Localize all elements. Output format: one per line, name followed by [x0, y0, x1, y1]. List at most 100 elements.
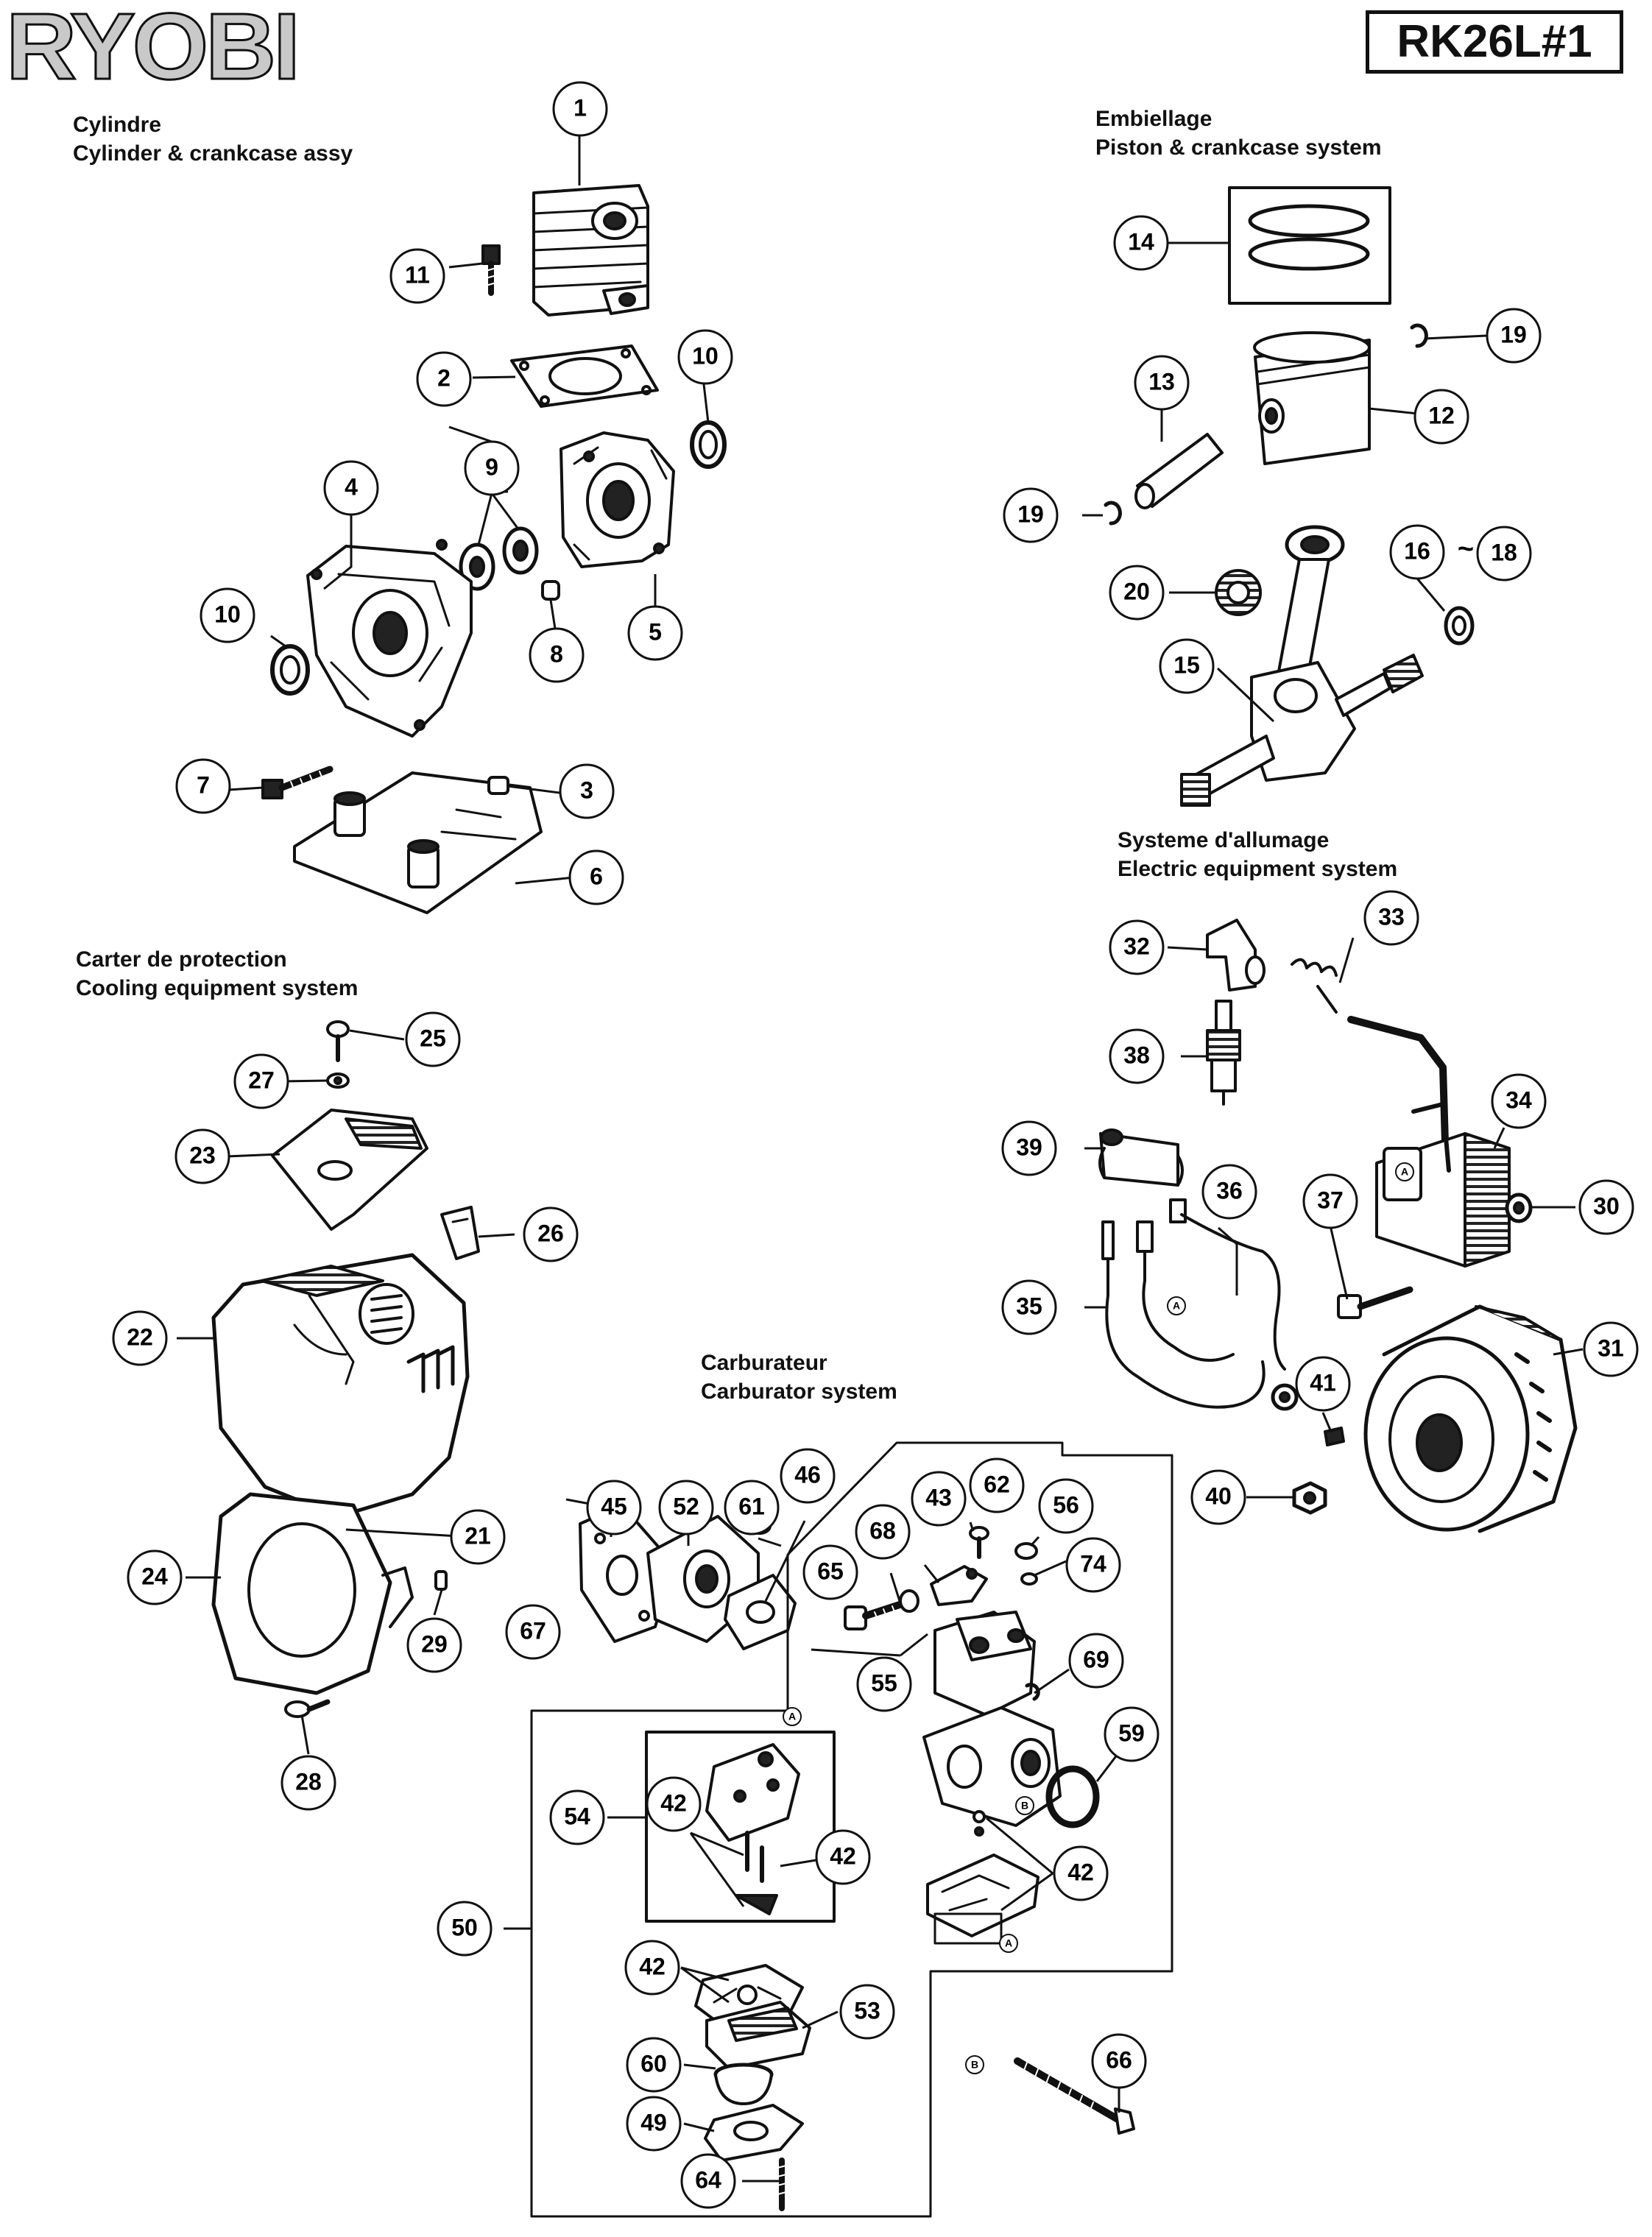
callout-circle [815, 1829, 871, 1885]
callout-number: 43 [925, 1484, 952, 1510]
part-callout: 4 [323, 460, 379, 516]
callout-circle [437, 1901, 493, 1957]
callout-circle [1134, 355, 1190, 411]
part-callouts: 1234567891010111213141516~18191920212223… [112, 81, 1639, 2209]
idle-screw-drawing [844, 1589, 919, 1630]
section-title-carburator: Carburateur Carburator system [701, 1349, 897, 1406]
callout-number: 20 [1123, 578, 1150, 604]
fan-housing-drawing [211, 1492, 414, 1695]
callout-circle [1113, 215, 1169, 271]
callout-circle [839, 1984, 895, 2040]
part-callout: 21 [450, 1509, 506, 1565]
callout-circle [624, 1940, 680, 1996]
callout-number: 10 [692, 342, 719, 369]
bearings-drawing [459, 526, 539, 591]
ryobi-logo: RYOBI [4, 0, 301, 99]
callout-circle [1190, 1469, 1246, 1525]
callout-number: 19 [1500, 321, 1527, 347]
callout-number: 12 [1428, 402, 1455, 428]
callout-number: 32 [1123, 933, 1150, 959]
marker-circle [1395, 1162, 1414, 1181]
callout-circle [1413, 389, 1469, 445]
section-title-en: Cylinder & crankcase assy [73, 141, 353, 166]
callout-circle [969, 1457, 1025, 1513]
callout-circle [802, 1544, 858, 1600]
callout-number: 42 [660, 1789, 687, 1816]
section-title-fr: Carburateur [701, 1351, 827, 1375]
part-callout: 59 [1104, 1706, 1159, 1762]
plug-cap-drawing [1206, 919, 1266, 992]
callout-number: 46 [794, 1461, 821, 1488]
part-callout: 6 [568, 849, 624, 905]
callout-circle [464, 440, 520, 496]
part-callout: 7 [175, 758, 231, 814]
reference-marker: A [999, 1934, 1018, 1953]
part-callout: 30 [1578, 1179, 1634, 1235]
callout-circle [780, 1448, 836, 1504]
callout-circle [1001, 1120, 1057, 1176]
section-title-cylinder: Cylindre Cylinder & crankcase assy [73, 110, 353, 168]
wire-harness-drawing [1101, 1198, 1299, 1411]
part-callout: 27 [233, 1053, 289, 1109]
callout-number: 64 [695, 2166, 721, 2193]
part-callout: 32 [1109, 919, 1165, 975]
screw-drawing [326, 1020, 350, 1089]
callout-number: 31 [1598, 1335, 1624, 1361]
reference-marker: B [965, 2055, 984, 2074]
part-callout: 64 [680, 2153, 736, 2209]
part-callout: 16 [1389, 524, 1445, 580]
section-title-en: Piston & crankcase system [1095, 135, 1382, 160]
callout-number: 10 [214, 601, 241, 627]
section-title-en: Carburator system [701, 1379, 897, 1404]
callout-circle [200, 587, 255, 643]
callout-number: 34 [1505, 1086, 1532, 1113]
callout-number: 69 [1083, 1646, 1109, 1672]
callout-number: 38 [1123, 1042, 1150, 1068]
callout-circle [112, 1310, 168, 1366]
crankcase-right-drawing [560, 431, 675, 568]
callout-number: 19 [1017, 501, 1044, 527]
callout-circle [406, 1617, 462, 1673]
callout-circle [658, 1480, 714, 1535]
oil-seal-left-drawing [270, 644, 310, 696]
reference-marker: A [783, 1707, 802, 1726]
callout-number: 33 [1378, 903, 1405, 930]
marker-letter: A [788, 1711, 796, 1722]
part-callout: 3 [559, 763, 615, 819]
carb-mount-bolt-drawing [1014, 2057, 1135, 2135]
part-callout: 19 [1003, 487, 1059, 543]
callout-number: 7 [197, 771, 210, 798]
callout-number: 74 [1080, 1550, 1106, 1577]
part-callout: 2 [416, 351, 472, 407]
callout-number: 68 [869, 1517, 896, 1544]
callout-number: 22 [127, 1324, 153, 1350]
callout-number: 42 [639, 1953, 666, 1979]
part-callout: 31 [1583, 1321, 1639, 1377]
callout-number: 56 [1053, 1491, 1079, 1518]
callout-circle [1583, 1321, 1639, 1377]
part-callout: 37 [1302, 1173, 1358, 1229]
part-callout: 46 [780, 1448, 836, 1504]
callout-number: 15 [1173, 651, 1200, 678]
marker-letter: A [1173, 1300, 1180, 1312]
callout-number: 26 [537, 1220, 564, 1246]
callout-number: 30 [1593, 1192, 1620, 1219]
callout-number: 35 [1016, 1293, 1042, 1319]
callout-circle [523, 1206, 579, 1262]
part-callout: 15 [1159, 638, 1215, 694]
reference-marker: A [1167, 1296, 1186, 1315]
callout-circle [1389, 524, 1445, 580]
crankcase-cover-drawing [293, 771, 543, 914]
part-callout: 43 [911, 1471, 967, 1527]
callout-circle [233, 1053, 289, 1109]
part-callout: 68 [855, 1504, 911, 1560]
callout-circle [855, 1504, 911, 1560]
range-tilde: ~ [1458, 534, 1474, 565]
callout-number: 21 [465, 1522, 491, 1549]
clamp-drawing [1098, 1128, 1184, 1187]
marker-circle [783, 1707, 802, 1726]
coil-bolt-drawing [1337, 1286, 1413, 1319]
section-title-fr: Cylindre [73, 113, 162, 137]
cylinder-bolt-drawing [481, 244, 501, 296]
